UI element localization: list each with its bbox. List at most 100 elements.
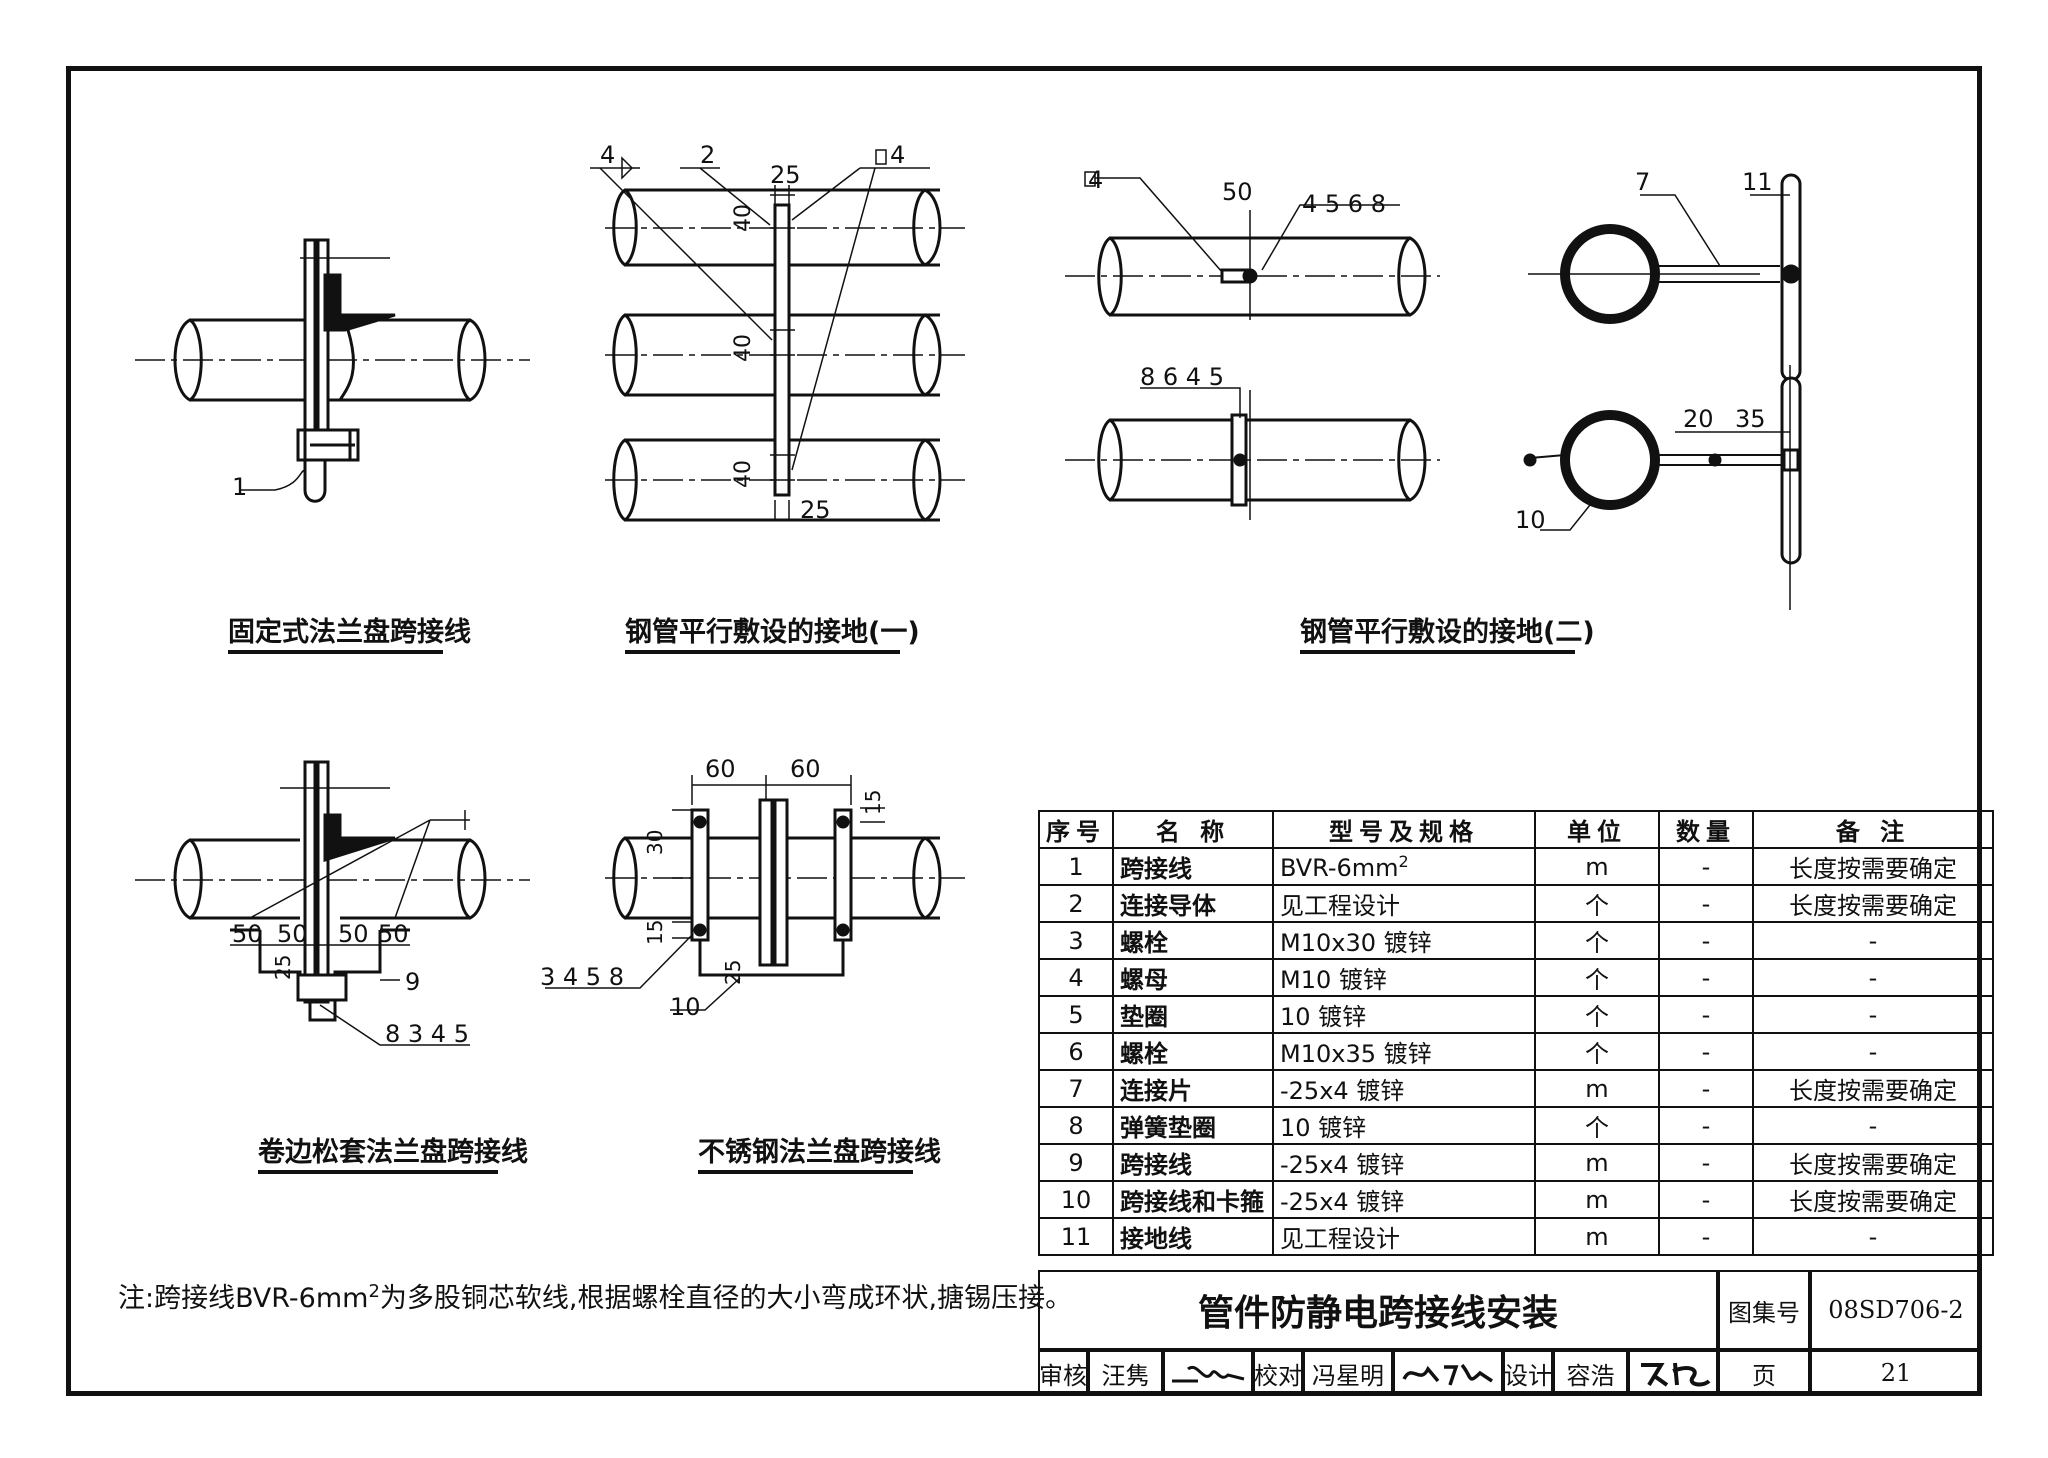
bom-cell-no-text: 1 (1068, 852, 1084, 881)
bom-cell-spec: BVR-6mm2 (1272, 847, 1536, 886)
bom-cell-spec: 见工程设计 (1272, 884, 1536, 923)
bom-cell-no-text: 8 (1068, 1111, 1084, 1140)
fig2-caption: 钢管平行敷设的接地(一) (625, 617, 920, 648)
bom-cell-spec: M10x35 镀锌 (1272, 1032, 1536, 1071)
bom-cell-unit: 个 (1534, 1032, 1660, 1071)
bom-cell-remark-text: - (1868, 1111, 1878, 1140)
bom-cell-spec-text: 10 镀锌 (1280, 1114, 1367, 1142)
bom-cell-qty: - (1658, 1106, 1754, 1145)
bom-cell-qty: - (1658, 847, 1754, 886)
bom-cell-name-text: 跨接线 (1120, 855, 1192, 883)
fig4-lap-joint-flange: 50 50 50 50 25 9 8 3 4 5 (135, 760, 530, 1048)
page-number: 21 (1810, 1350, 1982, 1396)
bom-cell-unit-text: m (1585, 1074, 1609, 1103)
svg-text:20: 20 (1683, 405, 1714, 433)
fig3-parallel-pipes-2: 4 50 4 5 6 8 8 6 4 5 7 11 (1065, 166, 1802, 610)
bom-cell-remark: - (1752, 995, 1994, 1034)
note-sup: 2 (368, 1281, 380, 1302)
fig3-caption: 钢管平行敷设的接地(二) (1300, 617, 1595, 648)
bom-cell-qty-text: - (1701, 1000, 1711, 1029)
bom-cell-no: 4 (1038, 958, 1114, 997)
bom-cell-name-text: 连接片 (1120, 1077, 1192, 1105)
fig1-fixed-flange: 1 (135, 238, 530, 503)
bom-cell-qty: - (1658, 1143, 1754, 1182)
bom-cell-spec-text: BVR-6mm (1280, 853, 1399, 882)
bom-cell-qty-text: - (1701, 1185, 1711, 1214)
bom-cell-unit-text: 个 (1585, 892, 1609, 920)
bom-cell-no: 8 (1038, 1106, 1114, 1145)
reviewer-name: 汪隽 (1088, 1350, 1163, 1396)
note: 注:跨接线BVR-6mm2为多股铜芯软线,根据螺栓直径的大小弯成环状,搪锡压接。 (118, 1276, 1072, 1315)
fig5-caption-underline (698, 1170, 913, 1174)
bom-cell-no: 7 (1038, 1069, 1114, 1108)
bom-cell-name: 螺栓 (1112, 1032, 1274, 1071)
fig1-caption-underline (228, 650, 443, 654)
bom-cell-spec-text: M10 镀锌 (1280, 966, 1387, 994)
bom-cell-remark: 长度按需要确定 (1752, 884, 1994, 923)
bom-cell-no-text: 11 (1060, 1222, 1092, 1251)
designer-name: 容浩 (1553, 1350, 1628, 1396)
bom-cell-name: 螺母 (1112, 958, 1274, 997)
bom-cell-no-text: 4 (1068, 963, 1084, 992)
bom-cell-no: 10 (1038, 1180, 1114, 1219)
svg-text:10: 10 (670, 993, 701, 1021)
bom-cell-no-text: 9 (1068, 1148, 1084, 1177)
bom-cell-qty-text: - (1701, 852, 1711, 881)
bom-cell-qty: - (1658, 1069, 1754, 1108)
svg-text:50: 50 (338, 920, 369, 948)
svg-text:4: 4 (600, 141, 615, 169)
bom-cell-name-text: 跨接线 (1120, 1151, 1192, 1179)
checker-signature (1393, 1350, 1503, 1396)
svg-text:25: 25 (800, 496, 831, 524)
bom-cell-spec: -25x4 镀锌 (1272, 1143, 1536, 1182)
fig4-caption-underline (258, 1170, 498, 1174)
bom-cell-spec: M10 镀锌 (1272, 958, 1536, 997)
svg-text:40: 40 (731, 460, 756, 488)
bom-cell-unit: m (1534, 1069, 1660, 1108)
svg-text:50: 50 (1222, 178, 1253, 206)
bom-cell-unit: 个 (1534, 995, 1660, 1034)
svg-text:2: 2 (700, 141, 715, 169)
bom-cell-name: 跨接线 (1112, 847, 1274, 886)
svg-text:50: 50 (277, 920, 308, 948)
svg-text:40: 40 (731, 334, 756, 362)
fig5-stainless-flange: 60 60 15 30 15 25 3 4 5 8 10 (540, 755, 965, 1021)
bom-cell-no: 11 (1038, 1217, 1114, 1256)
bom-cell-spec-text: 见工程设计 (1280, 892, 1400, 920)
svg-text:15: 15 (861, 790, 885, 815)
bom-cell-unit: m (1534, 1143, 1660, 1182)
bom-cell-remark: - (1752, 921, 1994, 960)
bom-cell-spec: -25x4 镀锌 (1272, 1069, 1536, 1108)
bom-cell-qty-text: - (1701, 1111, 1711, 1140)
title-block: 管件防静电跨接线安装 图集号 08SD706-2 审核 汪隽 校对 冯星明 设计… (1038, 1270, 1982, 1396)
bom-cell-name: 跨接线 (1112, 1143, 1274, 1182)
bom-cell-remark-text: - (1868, 1222, 1878, 1251)
svg-text:25: 25 (770, 161, 801, 189)
bom-cell-no: 5 (1038, 995, 1114, 1034)
svg-text:60: 60 (705, 755, 736, 783)
bom-cell-remark-text: - (1868, 963, 1878, 992)
bom-cell-name-text: 螺母 (1120, 966, 1168, 994)
bom-cell-unit-text: m (1585, 1222, 1609, 1251)
bom-cell-qty-text: - (1701, 1222, 1711, 1251)
note-suffix: 为多股铜芯软线,根据螺栓直径的大小弯成环状,搪锡压接。 (379, 1283, 1073, 1314)
svg-text:7: 7 (1635, 168, 1650, 196)
bom-cell-remark: - (1752, 1217, 1994, 1256)
checker-signature-mark (1402, 1363, 1493, 1386)
bom-cell-remark-text: - (1868, 1037, 1878, 1066)
bom-header-spec: 型号及规格 (1272, 810, 1536, 849)
bom-header-name: 名 称 (1112, 810, 1274, 849)
bom-cell-unit: 个 (1534, 884, 1660, 923)
bom-cell-remark: 长度按需要确定 (1752, 1180, 1994, 1219)
bom-cell-unit-text: 个 (1585, 1040, 1609, 1068)
fig4-caption: 卷边松套法兰盘跨接线 (258, 1137, 528, 1168)
reviewer-signature (1163, 1350, 1253, 1396)
bom-cell-name-text: 跨接线和卡箍 (1120, 1188, 1264, 1216)
